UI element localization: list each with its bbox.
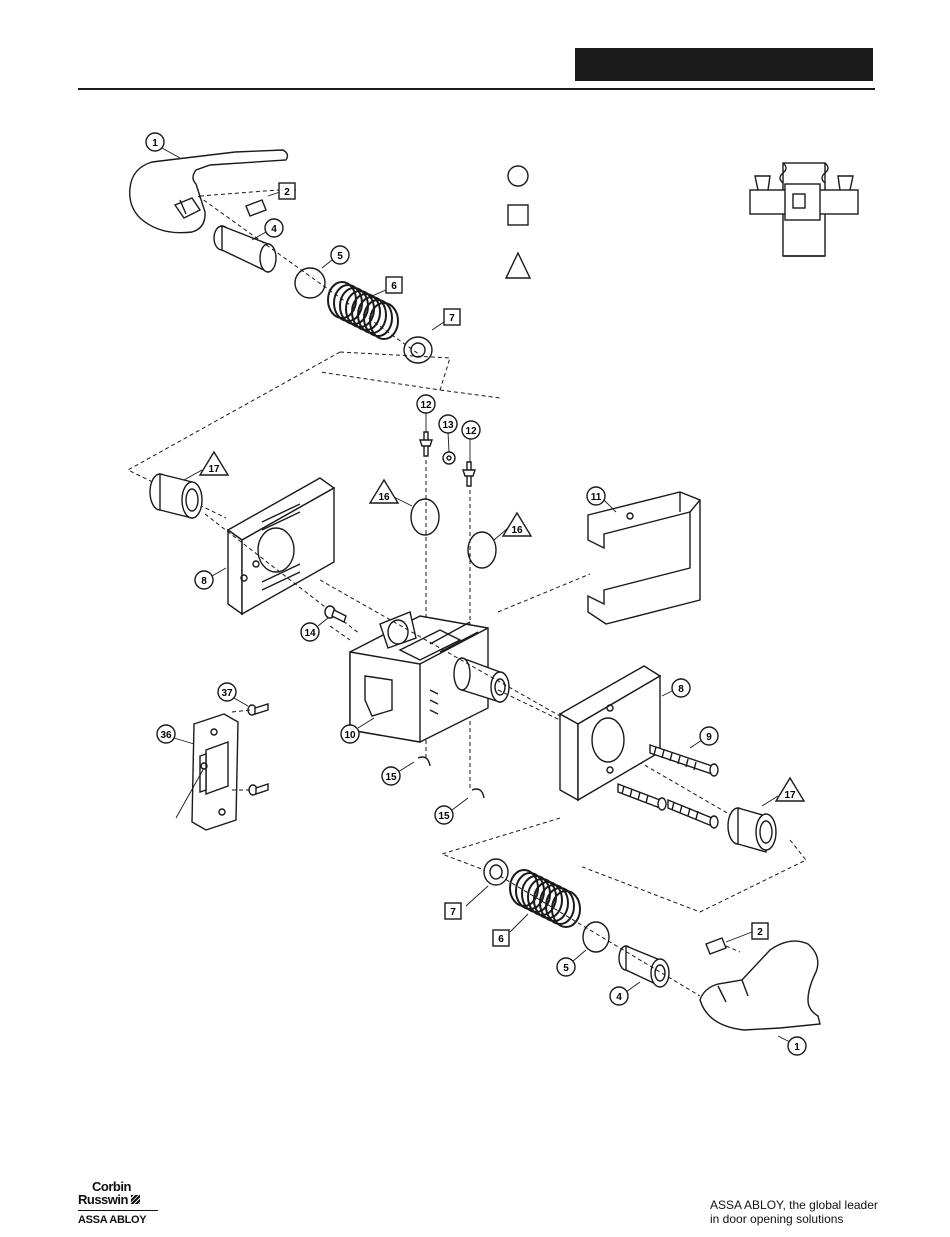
svg-text:1: 1 [152, 138, 158, 149]
svg-text:2: 2 [757, 927, 763, 938]
svg-text:8: 8 [201, 576, 207, 587]
inset-detail [750, 163, 858, 256]
footer-tagline: ASSA ABLOY, the global leader in door op… [710, 1198, 878, 1226]
legend-circle-icon [508, 166, 528, 186]
bottom-retaining-ring [583, 922, 609, 952]
svg-text:1: 1 [794, 1042, 800, 1053]
svg-text:12: 12 [465, 426, 477, 437]
svg-text:4: 4 [271, 224, 277, 235]
logo-line-2: Russwin [78, 1193, 168, 1206]
tagline-line-2: in door opening solutions [710, 1212, 878, 1226]
svg-text:9: 9 [706, 732, 712, 743]
top-drive-key [246, 200, 266, 216]
callout-9: 9 [690, 727, 718, 748]
callout-11: 11 [587, 487, 616, 512]
callout-2-bottom: 2 [726, 923, 768, 942]
svg-text:7: 7 [450, 907, 456, 918]
logo-line-3: ASSA ABLOY [78, 1214, 168, 1226]
callout-4-top: 4 [252, 219, 283, 240]
svg-text:17: 17 [784, 790, 796, 801]
callout-1-top: 1 [146, 133, 180, 158]
left-snap-ring [411, 499, 439, 535]
callout-7-top: 7 [432, 309, 460, 330]
callout-13: 13 [439, 415, 457, 452]
legend [506, 166, 530, 278]
callout-14: 14 [301, 618, 328, 641]
svg-text:16: 16 [378, 492, 390, 503]
svg-text:10: 10 [344, 730, 356, 741]
svg-text:12: 12 [420, 400, 432, 411]
tagline-line-1: ASSA ABLOY, the global leader [710, 1198, 878, 1212]
bottom-lever-handle [700, 941, 820, 1030]
callout-2-top: 2 [268, 183, 295, 199]
legend-triangle-icon [506, 253, 530, 278]
svg-text:13: 13 [442, 420, 454, 431]
callout-15-left: 15 [382, 762, 414, 785]
svg-text:5: 5 [563, 963, 569, 974]
callout-37: 37 [218, 683, 248, 706]
svg-text:2: 2 [284, 187, 290, 198]
svg-text:6: 6 [498, 934, 504, 945]
svg-text:15: 15 [385, 772, 397, 783]
corbin-russwin-logo: Corbin Russwin ASSA ABLOY [78, 1180, 168, 1226]
callout-7-bottom: 7 [445, 886, 488, 919]
bottom-drive-key [706, 938, 726, 954]
bottom-spring [510, 870, 580, 927]
callout-12-left: 12 [417, 395, 435, 432]
svg-text:17: 17 [208, 464, 220, 475]
callout-12-right: 12 [462, 421, 480, 462]
strike-screws [248, 704, 268, 795]
bottom-rose [728, 808, 776, 852]
lock-chassis [350, 612, 509, 742]
case-cover [588, 492, 700, 624]
callout-16-right: 16 [494, 513, 531, 540]
bottom-cam-plate [484, 859, 508, 885]
strike-plate [192, 714, 238, 830]
callout-36: 36 [157, 725, 194, 744]
callout-6-bottom: 6 [493, 914, 528, 946]
callout-8-top: 8 [195, 568, 226, 589]
callout-1-bottom: 1 [778, 1036, 806, 1055]
case-screw [325, 606, 346, 622]
svg-text:8: 8 [678, 684, 684, 695]
svg-text:14: 14 [304, 628, 316, 639]
bottom-mounting-plate [560, 666, 660, 800]
top-rose [150, 474, 202, 518]
lever-screws [420, 432, 475, 486]
callout-5-bottom: 5 [557, 950, 586, 976]
callout-15-right: 15 [435, 798, 468, 824]
callout-8-bottom: 8 [662, 679, 690, 697]
svg-text:16: 16 [511, 525, 523, 536]
callout-17-bottom: 17 [762, 778, 804, 806]
callout-16-left: 16 [370, 480, 412, 506]
svg-text:4: 4 [616, 992, 622, 1003]
svg-text:5: 5 [337, 251, 343, 262]
top-mounting-plate [228, 478, 334, 614]
logo-line-2-text: Russwin [78, 1193, 128, 1206]
svg-text:11: 11 [591, 492, 602, 503]
top-cam-plate [404, 337, 432, 363]
legend-square-icon [508, 205, 528, 225]
callout-17-top: 17 [184, 452, 228, 480]
top-retaining-ring [295, 268, 325, 298]
right-clip [472, 789, 484, 798]
callout-6-top: 6 [372, 277, 402, 296]
logo-mark-icon [131, 1195, 140, 1204]
svg-text:6: 6 [391, 281, 397, 292]
svg-text:15: 15 [438, 811, 450, 822]
svg-text:36: 36 [160, 730, 172, 741]
svg-text:7: 7 [449, 313, 455, 324]
right-snap-ring [468, 532, 496, 568]
svg-text:37: 37 [221, 688, 233, 699]
logo-rule [78, 1210, 158, 1211]
callout-4-bottom: 4 [610, 982, 640, 1005]
callout-5-top: 5 [322, 246, 349, 268]
left-clip [418, 757, 430, 766]
